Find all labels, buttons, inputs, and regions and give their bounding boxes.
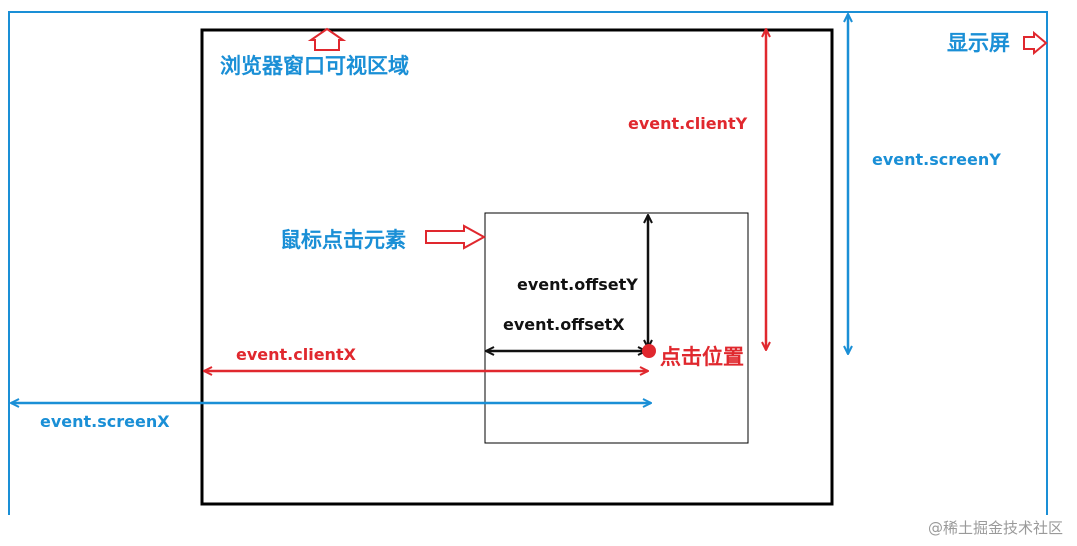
screen-y-label: event.screenY xyxy=(872,150,1001,169)
screen-label: 显示屏 xyxy=(947,31,1010,55)
browser-viewport-label: 浏览器窗口可视区域 xyxy=(220,54,409,78)
clicked-element-label: 鼠标点击元素 xyxy=(280,228,406,252)
client-y-label: event.clientY xyxy=(628,114,748,133)
browser-viewport-frame xyxy=(200,28,834,506)
offset-x-label: event.offsetX xyxy=(503,315,625,334)
screen-pointer-arrow-icon xyxy=(1023,30,1048,56)
screen-x-label: event.screenX xyxy=(40,412,170,431)
screen-outline xyxy=(8,11,1048,515)
client-x-label: event.clientX xyxy=(236,345,356,364)
click-point-dot xyxy=(642,344,656,358)
clicked-element-box xyxy=(484,212,749,444)
click-position-label: 点击位置 xyxy=(660,345,744,369)
offset-y-label: event.offsetY xyxy=(517,275,638,294)
viewport-pointer-arrow-icon xyxy=(307,27,347,51)
element-pointer-arrow-icon xyxy=(425,224,487,250)
watermark: @稀土掘金技术社区 xyxy=(927,519,1063,537)
